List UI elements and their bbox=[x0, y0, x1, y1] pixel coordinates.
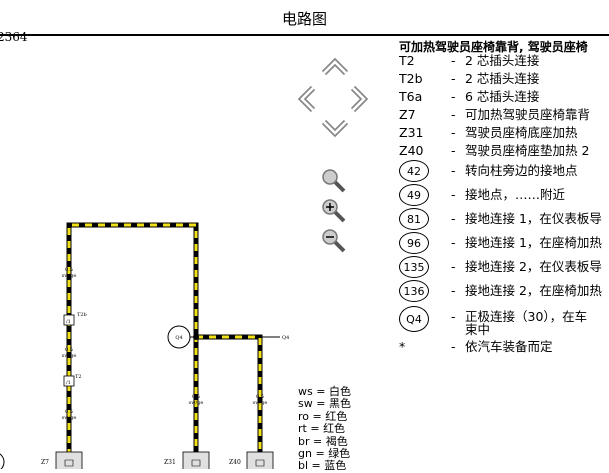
page-title: 电路图 bbox=[281, 10, 327, 28]
color-key-row: ro = 红色 bbox=[298, 409, 348, 423]
color-key-row: bl = 蓝色 bbox=[298, 459, 347, 473]
connector-t2b: T2b /1 bbox=[63, 312, 87, 326]
ground-symbol: 96 bbox=[399, 232, 429, 254]
svg-text:Z31: Z31 bbox=[164, 459, 176, 466]
component-z31: Z31 bbox=[164, 451, 210, 469]
arrow-up-icon[interactable] bbox=[320, 57, 350, 77]
wire-color-label: sw/ge bbox=[189, 400, 204, 406]
wire-gauge-label: 0.5 bbox=[65, 409, 73, 415]
svg-text:Q4: Q4 bbox=[175, 335, 182, 341]
svg-text:T2b: T2b bbox=[77, 312, 87, 318]
zoom-in-icon[interactable] bbox=[321, 198, 347, 224]
arrow-left-icon[interactable] bbox=[297, 84, 317, 114]
wire-color-label: sw/ge bbox=[62, 353, 77, 359]
page-number: 2364 bbox=[0, 30, 28, 44]
wire-color-key: ws = 白色 sw = 黑色 ro = 红色 rt = 红色 br = 褐色 … bbox=[298, 385, 351, 473]
legend-panel: 可加热驾驶员座椅靠背, 驾驶员座椅 T2-2 芯插头连接 T2b-2 芯插头连接… bbox=[399, 40, 602, 354]
svg-text:Z40: Z40 bbox=[229, 459, 241, 466]
zoom-out-icon[interactable] bbox=[321, 228, 347, 254]
header-divider bbox=[0, 34, 609, 36]
color-key-row: br = 褐色 bbox=[298, 434, 348, 448]
node-q4: Q4 bbox=[167, 325, 199, 349]
wire-q4-branch bbox=[196, 334, 263, 469]
ground-symbol: 81 bbox=[399, 208, 429, 230]
connector-t2: T2 /1 bbox=[63, 374, 82, 387]
wire-gauge-label: 0.5 bbox=[65, 267, 73, 273]
color-key-row: sw = 黑色 bbox=[298, 397, 351, 411]
ground-point-partial bbox=[0, 453, 5, 469]
component-z7: Z7 bbox=[41, 451, 83, 469]
wire-gauge-label: 0.5 bbox=[65, 347, 73, 353]
ground-symbol: 49 bbox=[399, 184, 429, 206]
wire-left-loop bbox=[66, 222, 199, 469]
wire-color-label: sw/ge bbox=[62, 273, 77, 279]
q4-reference-label: Q4 bbox=[282, 335, 289, 341]
color-key-row: ws = 白色 bbox=[298, 385, 351, 398]
legend-title: 可加热驾驶员座椅靠背, 驾驶员座椅 bbox=[399, 40, 588, 54]
page-header: 电路图 2364 bbox=[0, 0, 609, 44]
svg-text:/1: /1 bbox=[66, 319, 71, 325]
color-key-row: gn = 绿色 bbox=[298, 447, 351, 461]
ground-symbol: 42 bbox=[399, 160, 429, 182]
ground-symbol: 135 bbox=[399, 256, 429, 278]
arrow-right-icon[interactable] bbox=[349, 84, 369, 114]
ground-symbol: 136 bbox=[399, 280, 429, 302]
svg-text:Z7: Z7 bbox=[41, 459, 49, 466]
positive-connection-symbol: Q4 bbox=[399, 306, 429, 332]
wire-gauge-label: 0.5 bbox=[256, 394, 264, 400]
svg-text:T2: T2 bbox=[75, 374, 82, 380]
wire-color-label: sw/ge bbox=[62, 415, 77, 421]
color-key-row: rt = 红色 bbox=[298, 422, 346, 436]
svg-text:/1: /1 bbox=[66, 380, 71, 386]
wire-gauge-label: 0.5 bbox=[192, 394, 200, 400]
wire-color-label: sw/ge bbox=[253, 400, 268, 406]
zoom-fit-icon[interactable] bbox=[321, 168, 347, 194]
component-z40: Z40 bbox=[229, 451, 274, 469]
arrow-down-icon[interactable] bbox=[320, 118, 350, 138]
